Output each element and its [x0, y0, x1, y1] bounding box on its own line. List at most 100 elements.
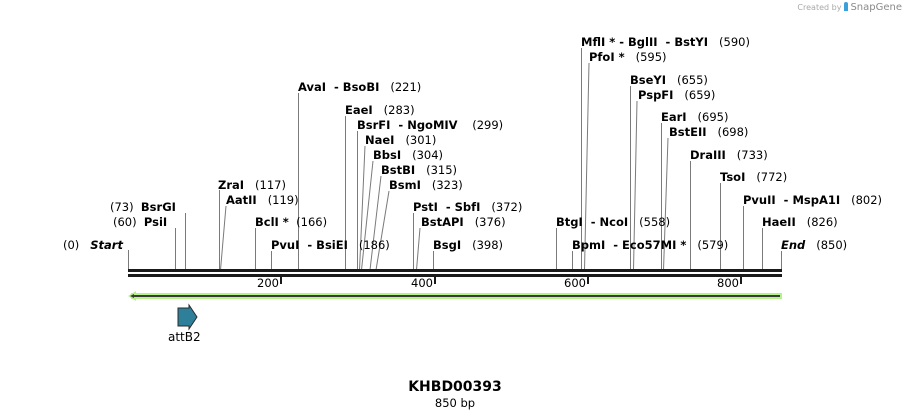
site-name: PspFI [638, 88, 674, 102]
site-name: BsmI [389, 178, 421, 192]
attb2-feature-arrow[interactable] [177, 303, 198, 331]
site-name: Start [90, 238, 123, 252]
orf-arrow-reverse[interactable] [128, 291, 782, 301]
site-name: BstEII [669, 125, 707, 139]
ruler-label-200: 200 [257, 276, 279, 290]
site-name: BstBI [381, 163, 416, 177]
site-label-bseyi[interactable]: BseYI (655) [630, 73, 708, 87]
site-label-aatii[interactable]: AatII (119) [226, 193, 299, 207]
site-label-pvuii-mspa1i[interactable]: PvuII - MspA1I (802) [743, 193, 882, 207]
site-label-haeii[interactable]: HaeII (826) [762, 215, 838, 229]
site-position: (304) [412, 148, 444, 162]
site-position: (850) [816, 238, 848, 252]
site-label-bstapi[interactable]: BstAPI (376) [421, 215, 506, 229]
site-label-psii[interactable]: (60) PsiI [113, 215, 167, 229]
ruler-label-600: 600 [564, 276, 586, 290]
site-position: (772) [756, 170, 788, 184]
leader-bsteii [663, 137, 669, 271]
site-label-bsrgi[interactable]: (73) BsrGI [110, 200, 176, 214]
site-position: (579) [697, 238, 729, 252]
attb2-feature-label[interactable]: attB2 [168, 330, 201, 344]
site-name: NaeI [365, 133, 395, 147]
site-label-zrai[interactable]: ZraI (117) [218, 178, 286, 192]
site-name: DraIII [690, 148, 726, 162]
site-name: BsrFI - NgoMIV [357, 118, 458, 132]
site-position: (301) [405, 133, 437, 147]
credit-prefix: Created by [797, 3, 842, 12]
site-name: BseYI [630, 73, 667, 87]
site-position: (166) [296, 215, 328, 229]
site-label-avai-bsobi[interactable]: AvaI - BsoBI (221) [298, 80, 421, 94]
site-label-bcli[interactable]: BclI * (166) [255, 215, 327, 229]
site-label-bsmi[interactable]: BsmI (323) [389, 178, 463, 192]
site-name: AvaI - BsoBI [298, 80, 380, 94]
site-name: AatII [226, 193, 257, 207]
site-name: PvuII - MspA1I [743, 193, 841, 207]
site-label-bsgi[interactable]: BsgI (398) [433, 238, 503, 252]
site-label-eaei[interactable]: EaeI (283) [345, 103, 415, 117]
ruler-ticks [280, 277, 742, 284]
site-position: (299) [472, 118, 504, 132]
site-position: (372) [491, 200, 523, 214]
site-position: (0) [63, 238, 80, 252]
site-position: (802) [851, 193, 883, 207]
ruler-label-400: 400 [411, 276, 433, 290]
site-label-pspfi[interactable]: PspFI (659) [638, 88, 715, 102]
site-name: HaeII [762, 215, 796, 229]
site-name: BbsI [373, 148, 402, 162]
site-position: (186) [358, 238, 390, 252]
site-label-mfli-bglii-bstyi[interactable]: MflI * - BglII - BstYI (590) [581, 35, 750, 49]
site-name: BsrGI [140, 200, 176, 214]
leader-aatii [220, 205, 227, 271]
leader-naei [359, 145, 366, 271]
site-name: PsiI [143, 215, 168, 229]
site-name: BsgI [433, 238, 462, 252]
backbone-bottom-strand [128, 274, 782, 277]
site-label-draiii[interactable]: DraIII (733) [690, 148, 768, 162]
backbone-top-strand [128, 269, 782, 272]
site-position: (376) [474, 215, 506, 229]
site-label-bbsi[interactable]: BbsI (304) [373, 148, 443, 162]
site-label-naei[interactable]: NaeI (301) [365, 133, 436, 147]
site-label-bstbi[interactable]: BstBI (315) [381, 163, 457, 177]
site-label-tsoi[interactable]: TsoI (772) [720, 170, 787, 184]
site-label-bpmi-eco57mi[interactable]: BpmI - Eco57MI * (579) [572, 238, 728, 252]
site-position: (695) [697, 110, 729, 124]
site-name: BclI * [255, 215, 289, 229]
site-position: (323) [431, 178, 463, 192]
site-position: (73) [110, 200, 134, 214]
leader-pfoi [584, 62, 590, 271]
site-position: (733) [736, 148, 768, 162]
site-position: (698) [717, 125, 749, 139]
site-name: BstAPI [421, 215, 464, 229]
site-label-psti-sbfi[interactable]: PstI - SbfI (372) [413, 200, 522, 214]
site-position: (655) [677, 73, 708, 87]
leader-lines [128, 48, 782, 271]
site-position: (221) [390, 80, 422, 94]
site-name: MflI * - BglII - BstYI [581, 35, 709, 49]
site-position: (315) [426, 163, 458, 177]
site-position: (117) [255, 178, 286, 192]
site-name: PfoI * [589, 50, 625, 64]
site-position: (595) [635, 50, 667, 64]
site-name: TsoI [720, 170, 746, 184]
site-name: BpmI - Eco57MI * [572, 238, 687, 252]
site-label-end[interactable]: End (850) [781, 238, 847, 252]
site-label-bsteii[interactable]: BstEII (698) [669, 125, 748, 139]
site-label-btgi-ncoi[interactable]: BtgI - NcoI (558) [556, 215, 670, 229]
site-position: (283) [383, 103, 415, 117]
site-name: EaeI [345, 103, 373, 117]
leader-pspfi [633, 100, 638, 271]
construct-length: 850 bp [434, 396, 476, 410]
site-label-pfoi[interactable]: PfoI * (595) [589, 50, 667, 64]
site-label-bsrfi-ngomiv[interactable]: BsrFI - NgoMIV (299) [357, 118, 503, 132]
site-label-pvui-bsiei[interactable]: PvuI - BsiEI (186) [271, 238, 390, 252]
site-name: PstI - SbfI [413, 200, 481, 214]
site-name: End [781, 238, 806, 252]
leader-bbsi [361, 160, 374, 271]
site-label-eari[interactable]: EarI (695) [661, 110, 728, 124]
construct-name: KHBD00393 [408, 379, 502, 395]
site-label-start[interactable]: (0) Start [63, 238, 123, 252]
